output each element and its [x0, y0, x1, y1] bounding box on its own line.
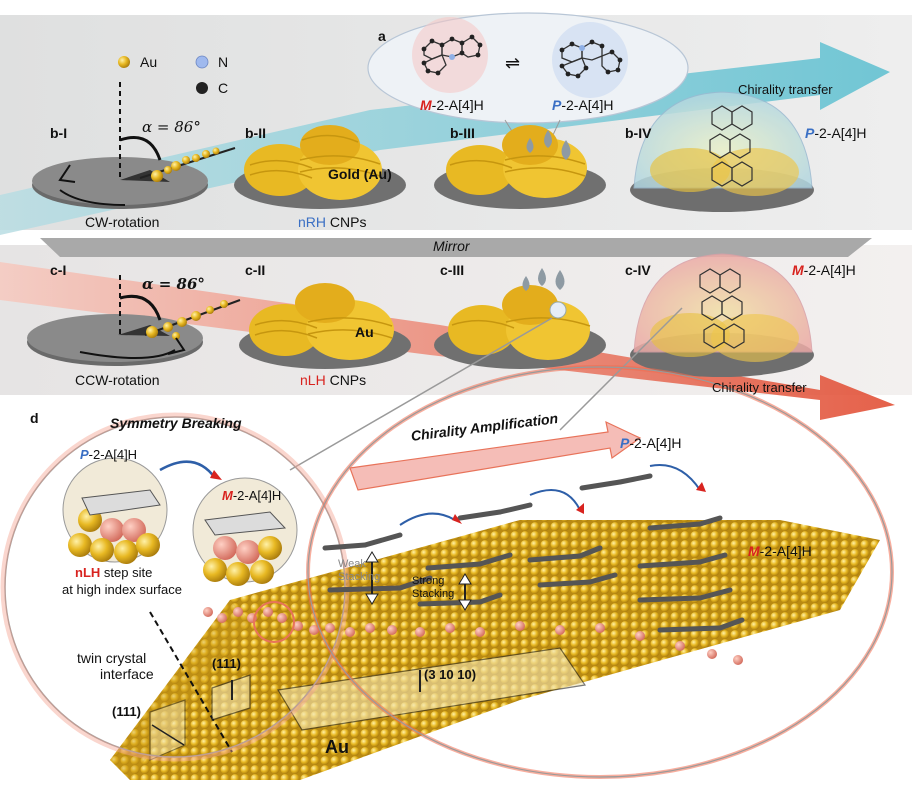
- panel-d-tag: d: [30, 410, 39, 426]
- step-site-highlight: [253, 601, 295, 643]
- symmetry-breaking-circle: [4, 416, 346, 758]
- facet-3-10-10-label: (3 10 10): [424, 667, 477, 682]
- tag-b-i: b-I: [50, 125, 68, 141]
- b-i-angle-arc: [119, 136, 162, 161]
- tag-b-iv: b-IV: [625, 125, 652, 141]
- c-np-label: nLH CNPs: [300, 372, 367, 388]
- right-m-product-label: M-2-A[4]H: [748, 543, 812, 559]
- twin-interface-line: [149, 611, 233, 753]
- equilibrium-symbol: ⇌: [505, 53, 521, 73]
- facet-111-label-a: (111): [212, 656, 241, 671]
- facet-3-10-10-plane: [277, 647, 587, 731]
- twin-interface-label-2: interface: [100, 666, 154, 682]
- b-ii-nanoparticles: [244, 125, 382, 200]
- tag-c-i: c-I: [50, 262, 67, 278]
- b-iv-helicene-stack: [709, 105, 753, 187]
- chirality-amplification-arrow: [349, 420, 642, 491]
- b-iii-droplet-icon: [526, 130, 571, 160]
- tag-c-iii: c-III: [440, 262, 465, 278]
- c-iii-nanoparticles: [448, 285, 591, 360]
- c-gold-label: Au: [355, 324, 374, 340]
- inset-m-atoms: [203, 536, 282, 586]
- c-atom-legend-icon: [196, 82, 208, 94]
- b-np-label: nRH CNPs: [298, 214, 367, 230]
- b-i-gold-flux: [151, 147, 220, 182]
- b-product-label: P-2-A[4]H: [805, 125, 867, 141]
- tag-b-ii: b-II: [245, 125, 266, 141]
- m-helicene-label: M-2-A[4]H: [420, 97, 484, 113]
- n-atom-legend-icon: [195, 55, 209, 69]
- c-iii-zoom-spot: [549, 301, 567, 319]
- step-site-label-line2: at high index surface: [62, 582, 182, 597]
- tag-c-ii: c-II: [245, 262, 266, 278]
- mirror-label: Mirror: [433, 238, 470, 254]
- c-iii-droplet-icon: [522, 268, 565, 291]
- legend-c-label: C: [218, 80, 229, 96]
- twin-interface-label-1: twin crystal: [77, 650, 147, 666]
- c-rotation-label: CCW-rotation: [75, 372, 160, 388]
- surface-molecules: [322, 473, 745, 633]
- b-angle-label: α = 86°: [142, 118, 201, 136]
- panel-a-tag: a: [378, 28, 386, 44]
- tag-c-iv: c-IV: [625, 262, 651, 278]
- zoom-line-1: [289, 317, 553, 471]
- au-slab-label: Au: [325, 737, 349, 757]
- b-arrow-label: Chirality transfer: [738, 82, 833, 97]
- b-gold-label: Gold (Au): [328, 166, 392, 182]
- b-rotation-label: CW-rotation: [85, 214, 160, 230]
- au-atom-legend-icon: [118, 56, 130, 68]
- inset-transfer-arrow: [159, 460, 217, 479]
- molecule-flip-arrows: [399, 464, 701, 526]
- inset-p-label: P-2-A[4]H: [80, 447, 138, 462]
- c-i-angle-arc: [119, 294, 162, 321]
- c-ii-nanoparticles: [249, 283, 394, 360]
- facet-111-plane-b: [149, 699, 186, 761]
- m-helicene-molecule: [412, 17, 488, 93]
- c-iv-helicene-stack: [699, 268, 745, 349]
- p-helicene-label: P-2-A[4]H: [552, 97, 614, 113]
- b-i-rotation-arrow: [59, 189, 126, 206]
- c-i-gold-flux: [146, 300, 228, 340]
- inset-m-label: M-2-A[4]H: [222, 488, 282, 503]
- tag-b-iii: b-III: [450, 125, 475, 141]
- c-product-label: M-2-A[4]H: [792, 262, 856, 278]
- legend-n-label: N: [218, 54, 229, 70]
- top-p-product-label: P-2-A[4]H: [620, 435, 682, 451]
- p-helicene-molecule: [552, 22, 628, 98]
- mirror-plane: [40, 238, 872, 257]
- legend-au-label: Au: [140, 54, 158, 70]
- symmetry-breaking-label: Symmetry Breaking: [110, 415, 242, 431]
- c-angle-label: α = 86°: [142, 275, 205, 293]
- facet-111-label-b: (111): [112, 704, 141, 719]
- step-site-atoms: [203, 607, 743, 665]
- step-site-label: nLH step site: [75, 565, 153, 580]
- c-arrow-label: Chirality transfer: [712, 380, 807, 395]
